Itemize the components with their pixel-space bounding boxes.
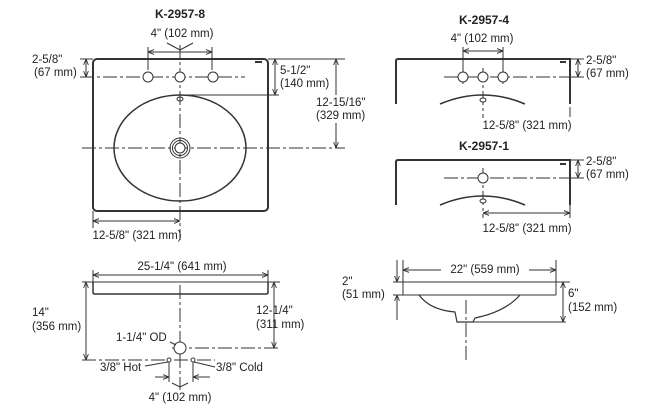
k4-offset-in: 2-5/8": [586, 55, 616, 67]
depth-in: 6": [568, 288, 578, 300]
front-view: 25-1/4" (641 mm) 14" (356 mm) 12-1/4" (3…: [32, 261, 305, 404]
faucet-hole: [477, 172, 489, 184]
k4-half-width: 12-5/8" (321 mm): [482, 120, 571, 132]
k1-title: K-2957-1: [459, 139, 509, 153]
drain-outlet: [173, 341, 187, 355]
top-hole-spacing-label: 4" (102 mm): [151, 28, 214, 40]
drain: [169, 137, 191, 159]
drain-od: 1-1/4" OD: [116, 332, 167, 344]
overall-width: 25-1/4" (641 mm): [137, 261, 226, 273]
k4-hole-spacing: 4" (102 mm): [451, 33, 514, 45]
k4-offset-mm: (67 mm): [586, 68, 629, 80]
faucet-hole: [477, 71, 489, 83]
overflow: [176, 96, 184, 102]
faucet-hole: [142, 71, 154, 83]
rim-height-mm: (51 mm): [342, 289, 385, 301]
supply-height-in: 14": [32, 307, 49, 319]
hot-supply: [166, 357, 172, 363]
faucet-hole: [207, 71, 219, 83]
faucet-hole: [497, 71, 509, 83]
drain-height-mm: (311 mm): [256, 319, 305, 331]
cold-supply: [190, 357, 196, 363]
faucet-hole: [457, 71, 469, 83]
k1-half-width: 12-5/8" (321 mm): [482, 223, 571, 235]
drain-depth-in: 12-15/16": [316, 97, 365, 109]
drain-height-in: 12-1/4": [256, 305, 293, 317]
top-hole-offset-in: 2-5/8": [32, 54, 62, 66]
hot-label: 3/8" Hot: [100, 362, 142, 374]
k1-offset-in: 2-5/8": [586, 156, 616, 168]
depth-mm: (152 mm): [568, 302, 617, 314]
section-k2957-1: K-2957-1 2-5/8" (67 mm) 12-5/8" (321 mm): [395, 139, 629, 235]
supply-spacing: 4" (102 mm): [149, 392, 212, 404]
top-view-title: K-2957-8: [155, 7, 205, 21]
bowl-width: 22" (559 mm): [450, 264, 519, 276]
top-view-k2957-8: K-2957-8 4" (102 mm) 2-5/8" (67 mm) 5-1/…: [32, 7, 365, 242]
k4-title: K-2957-4: [459, 13, 509, 27]
supply-height-mm: (356 mm): [32, 321, 81, 333]
side-view: 22" (559 mm) 2" (51 mm) 6" (152 mm): [342, 260, 617, 360]
overflow-in: 5-1/2": [280, 65, 310, 77]
drain-depth-mm: (329 mm): [316, 110, 365, 122]
k1-offset-mm: (67 mm): [586, 169, 629, 181]
cold-label: 3/8" Cold: [216, 362, 263, 374]
overflow-mm: (140 mm): [280, 78, 329, 90]
top-hole-offset-mm: (67 mm): [34, 67, 77, 79]
top-half-width: 12-5/8" (321 mm): [92, 230, 181, 242]
section-k2957-4: K-2957-4 4" (102 mm) 2-5/8" (67 mm) 12-5…: [395, 13, 629, 132]
faucet-hole: [174, 71, 186, 83]
rim-height-in: 2": [342, 276, 352, 288]
